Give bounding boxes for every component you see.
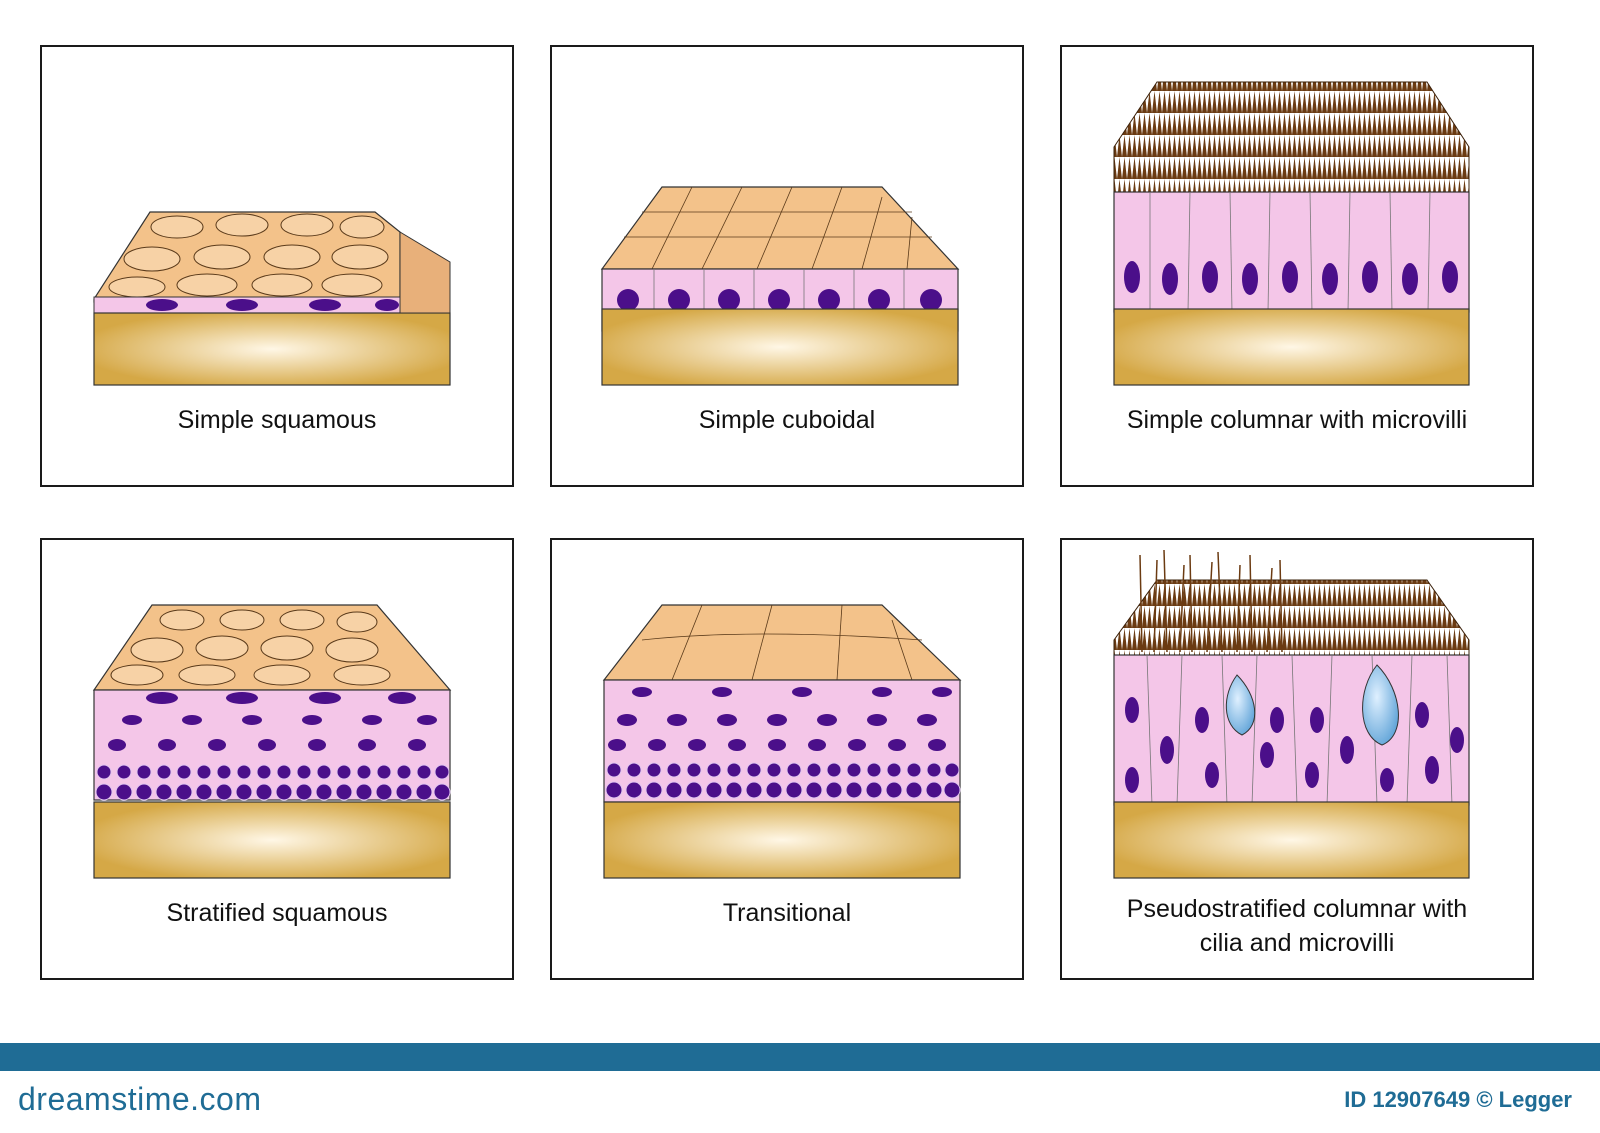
caption-pseudostratified-line1: Pseudostratified columnar with	[1126, 895, 1468, 923]
panel-stratified-squamous: Stratified squamous	[40, 538, 514, 980]
panel-pseudostratified: Pseudostratified columnar with cilia and…	[1060, 538, 1534, 980]
image-credit: ID 12907649 © Legger	[1344, 1087, 1572, 1112]
caption-pseudostratified-line2: cilia and microvilli	[1199, 929, 1395, 957]
transitional-illustration	[602, 604, 962, 879]
stratified-squamous-illustration	[92, 604, 452, 879]
caption-transitional: Transitional	[722, 899, 852, 927]
simple-squamous-illustration	[93, 211, 451, 386]
panel-transitional: Transitional	[550, 538, 1024, 980]
simple-cuboidal-illustration	[600, 186, 960, 386]
brand-watermark[interactable]: dreamstime.com	[18, 1081, 262, 1117]
caption-simple-squamous: Simple squamous	[177, 406, 377, 434]
footer-bar	[0, 1043, 1600, 1071]
footer: dreamstime.com ID 12907649 © Legger	[0, 1043, 1600, 1133]
caption-simple-columnar: Simple columnar with microvilli	[1126, 406, 1468, 434]
pseudostratified-illustration	[1113, 549, 1470, 879]
simple-columnar-illustration	[1113, 81, 1470, 386]
panel-simple-columnar: Simple columnar with microvilli	[1060, 45, 1534, 487]
caption-stratified-squamous: Stratified squamous	[166, 899, 388, 927]
panel-simple-squamous: Simple squamous	[40, 45, 514, 487]
panel-simple-cuboidal: Simple cuboidal	[550, 45, 1024, 487]
caption-simple-cuboidal: Simple cuboidal	[698, 406, 876, 434]
